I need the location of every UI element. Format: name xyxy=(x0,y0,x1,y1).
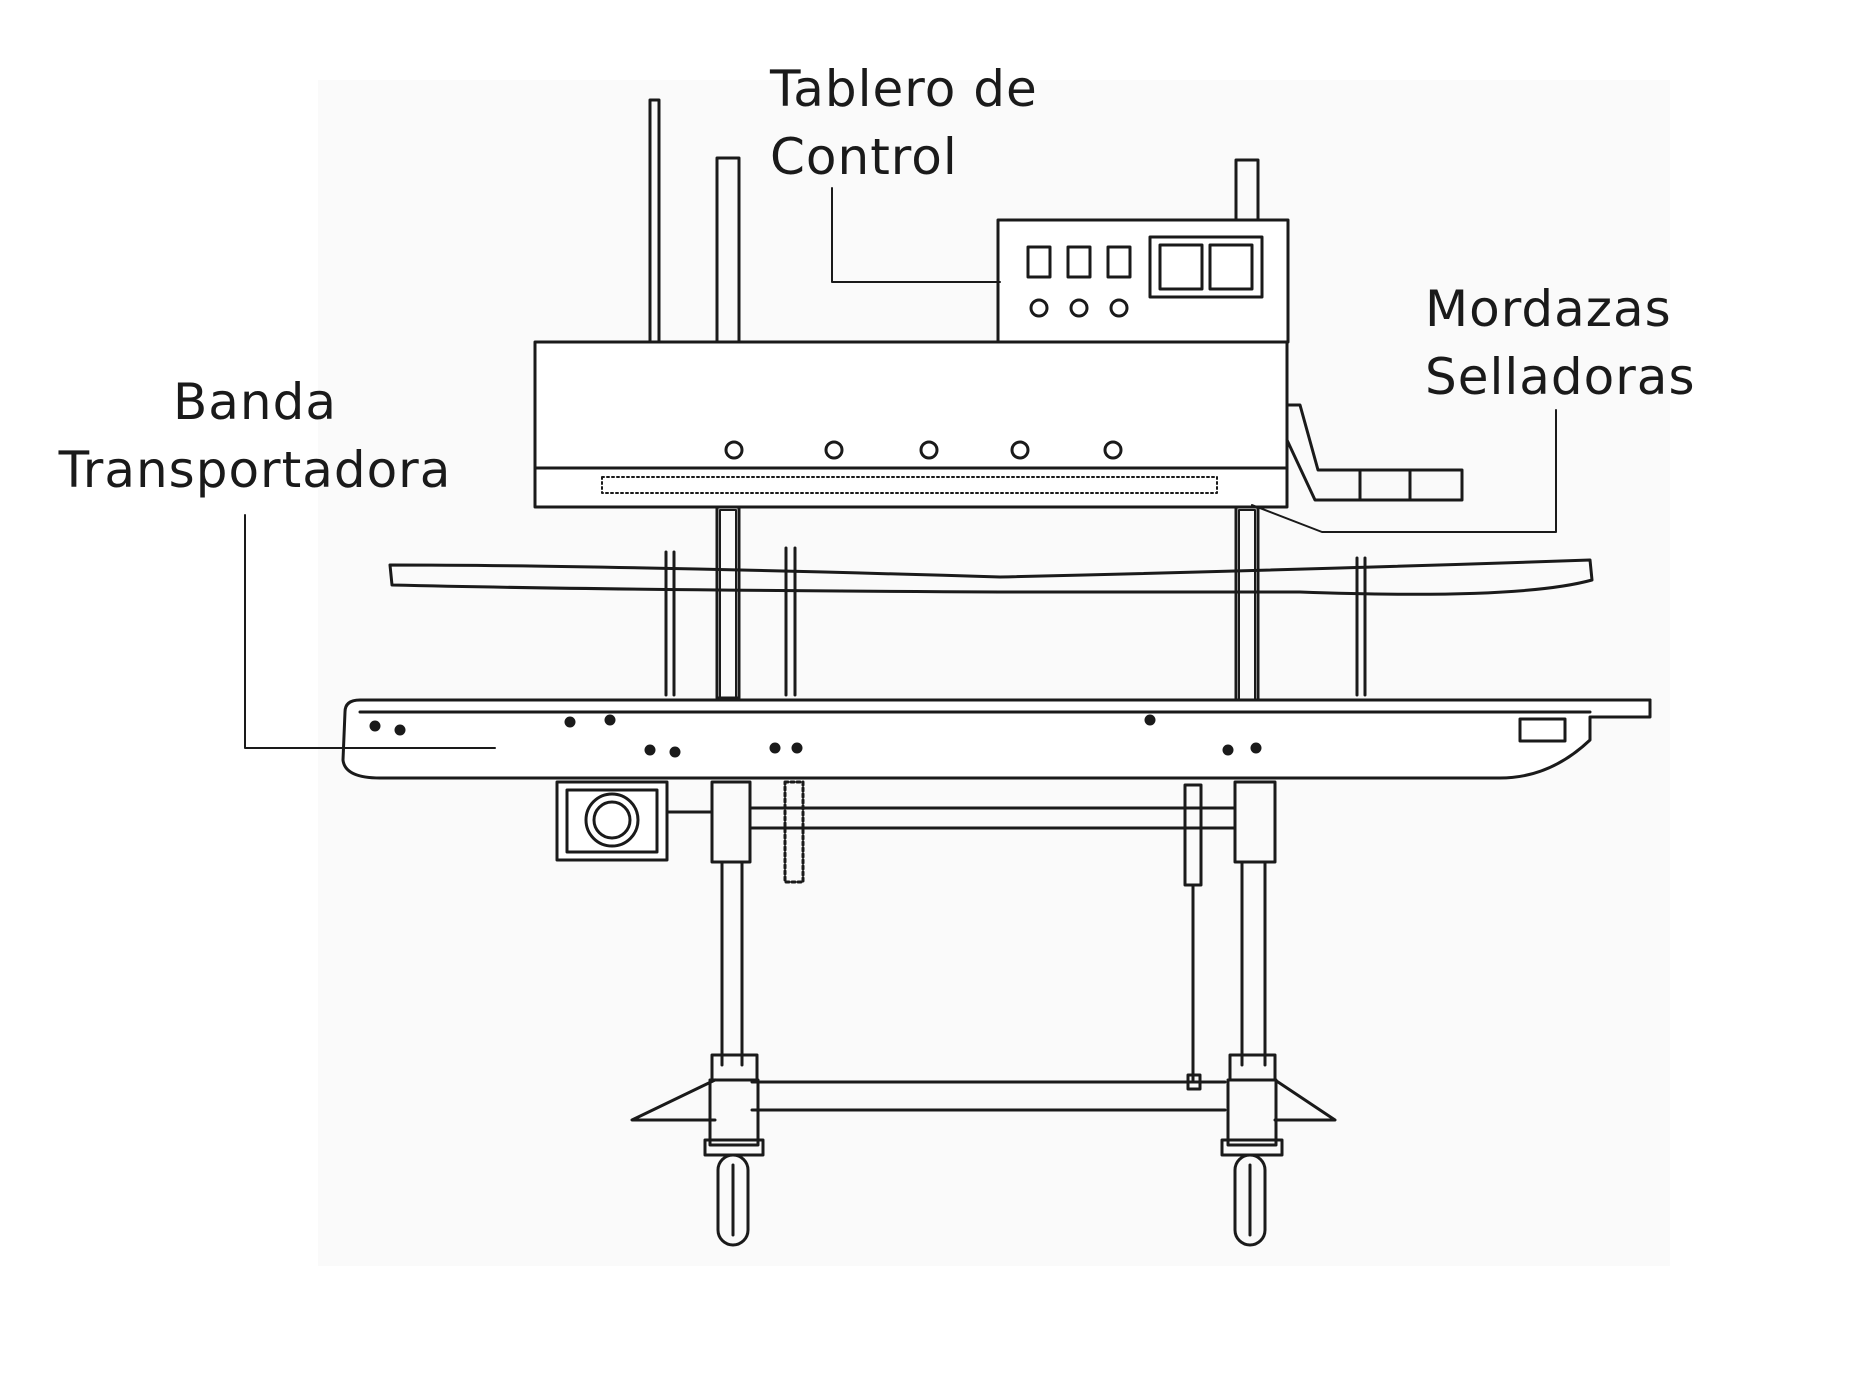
left-caster xyxy=(705,1055,763,1245)
drawing-background xyxy=(318,80,1670,1266)
label-banda-line2: Transportadora xyxy=(58,441,452,499)
label-tablero-line1: Tablero de xyxy=(770,60,1038,118)
label-mordazas-selladoras: Mordazas Selladoras xyxy=(1425,275,1696,411)
guide-rail xyxy=(390,560,1592,594)
label-banda-line1: Banda xyxy=(172,373,337,431)
leader-lines xyxy=(245,188,1556,748)
lower-frame xyxy=(632,782,1335,1120)
label-banda-transportadora: Banda Transportadora xyxy=(40,368,470,504)
label-mordazas-line2: Selladoras xyxy=(1425,348,1696,406)
label-tablero-line2: Control xyxy=(770,128,958,186)
right-caster xyxy=(1222,1055,1282,1245)
leader-banda xyxy=(245,515,495,748)
sealing-head xyxy=(535,342,1462,507)
label-tablero-de-control: Tablero de Control xyxy=(770,55,1038,191)
leader-mordazas xyxy=(1252,410,1556,532)
leader-tablero xyxy=(832,188,1000,282)
conveyor-belt xyxy=(343,700,1650,778)
control-panel xyxy=(998,220,1288,342)
label-mordazas-line1: Mordazas xyxy=(1425,280,1672,338)
motor xyxy=(557,782,712,860)
